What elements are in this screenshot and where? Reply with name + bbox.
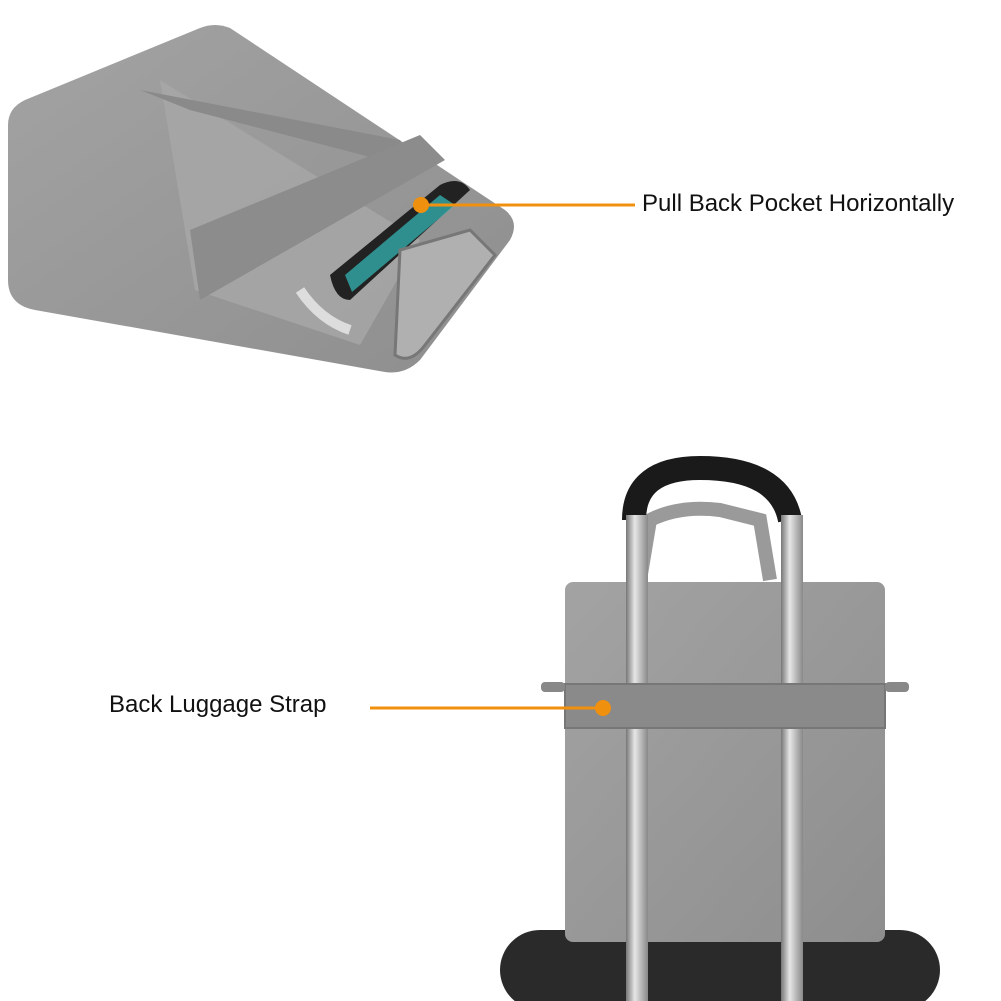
callout-dot-pocket <box>413 197 429 213</box>
callout-label-strap: Back Luggage Strap <box>109 691 327 718</box>
luggage-with-bag <box>500 455 940 1001</box>
callout-dot-strap <box>595 700 611 716</box>
sleeve-bag-top <box>8 25 514 373</box>
callout-label-pocket: Pull Back Pocket Horizontally <box>642 190 955 217</box>
